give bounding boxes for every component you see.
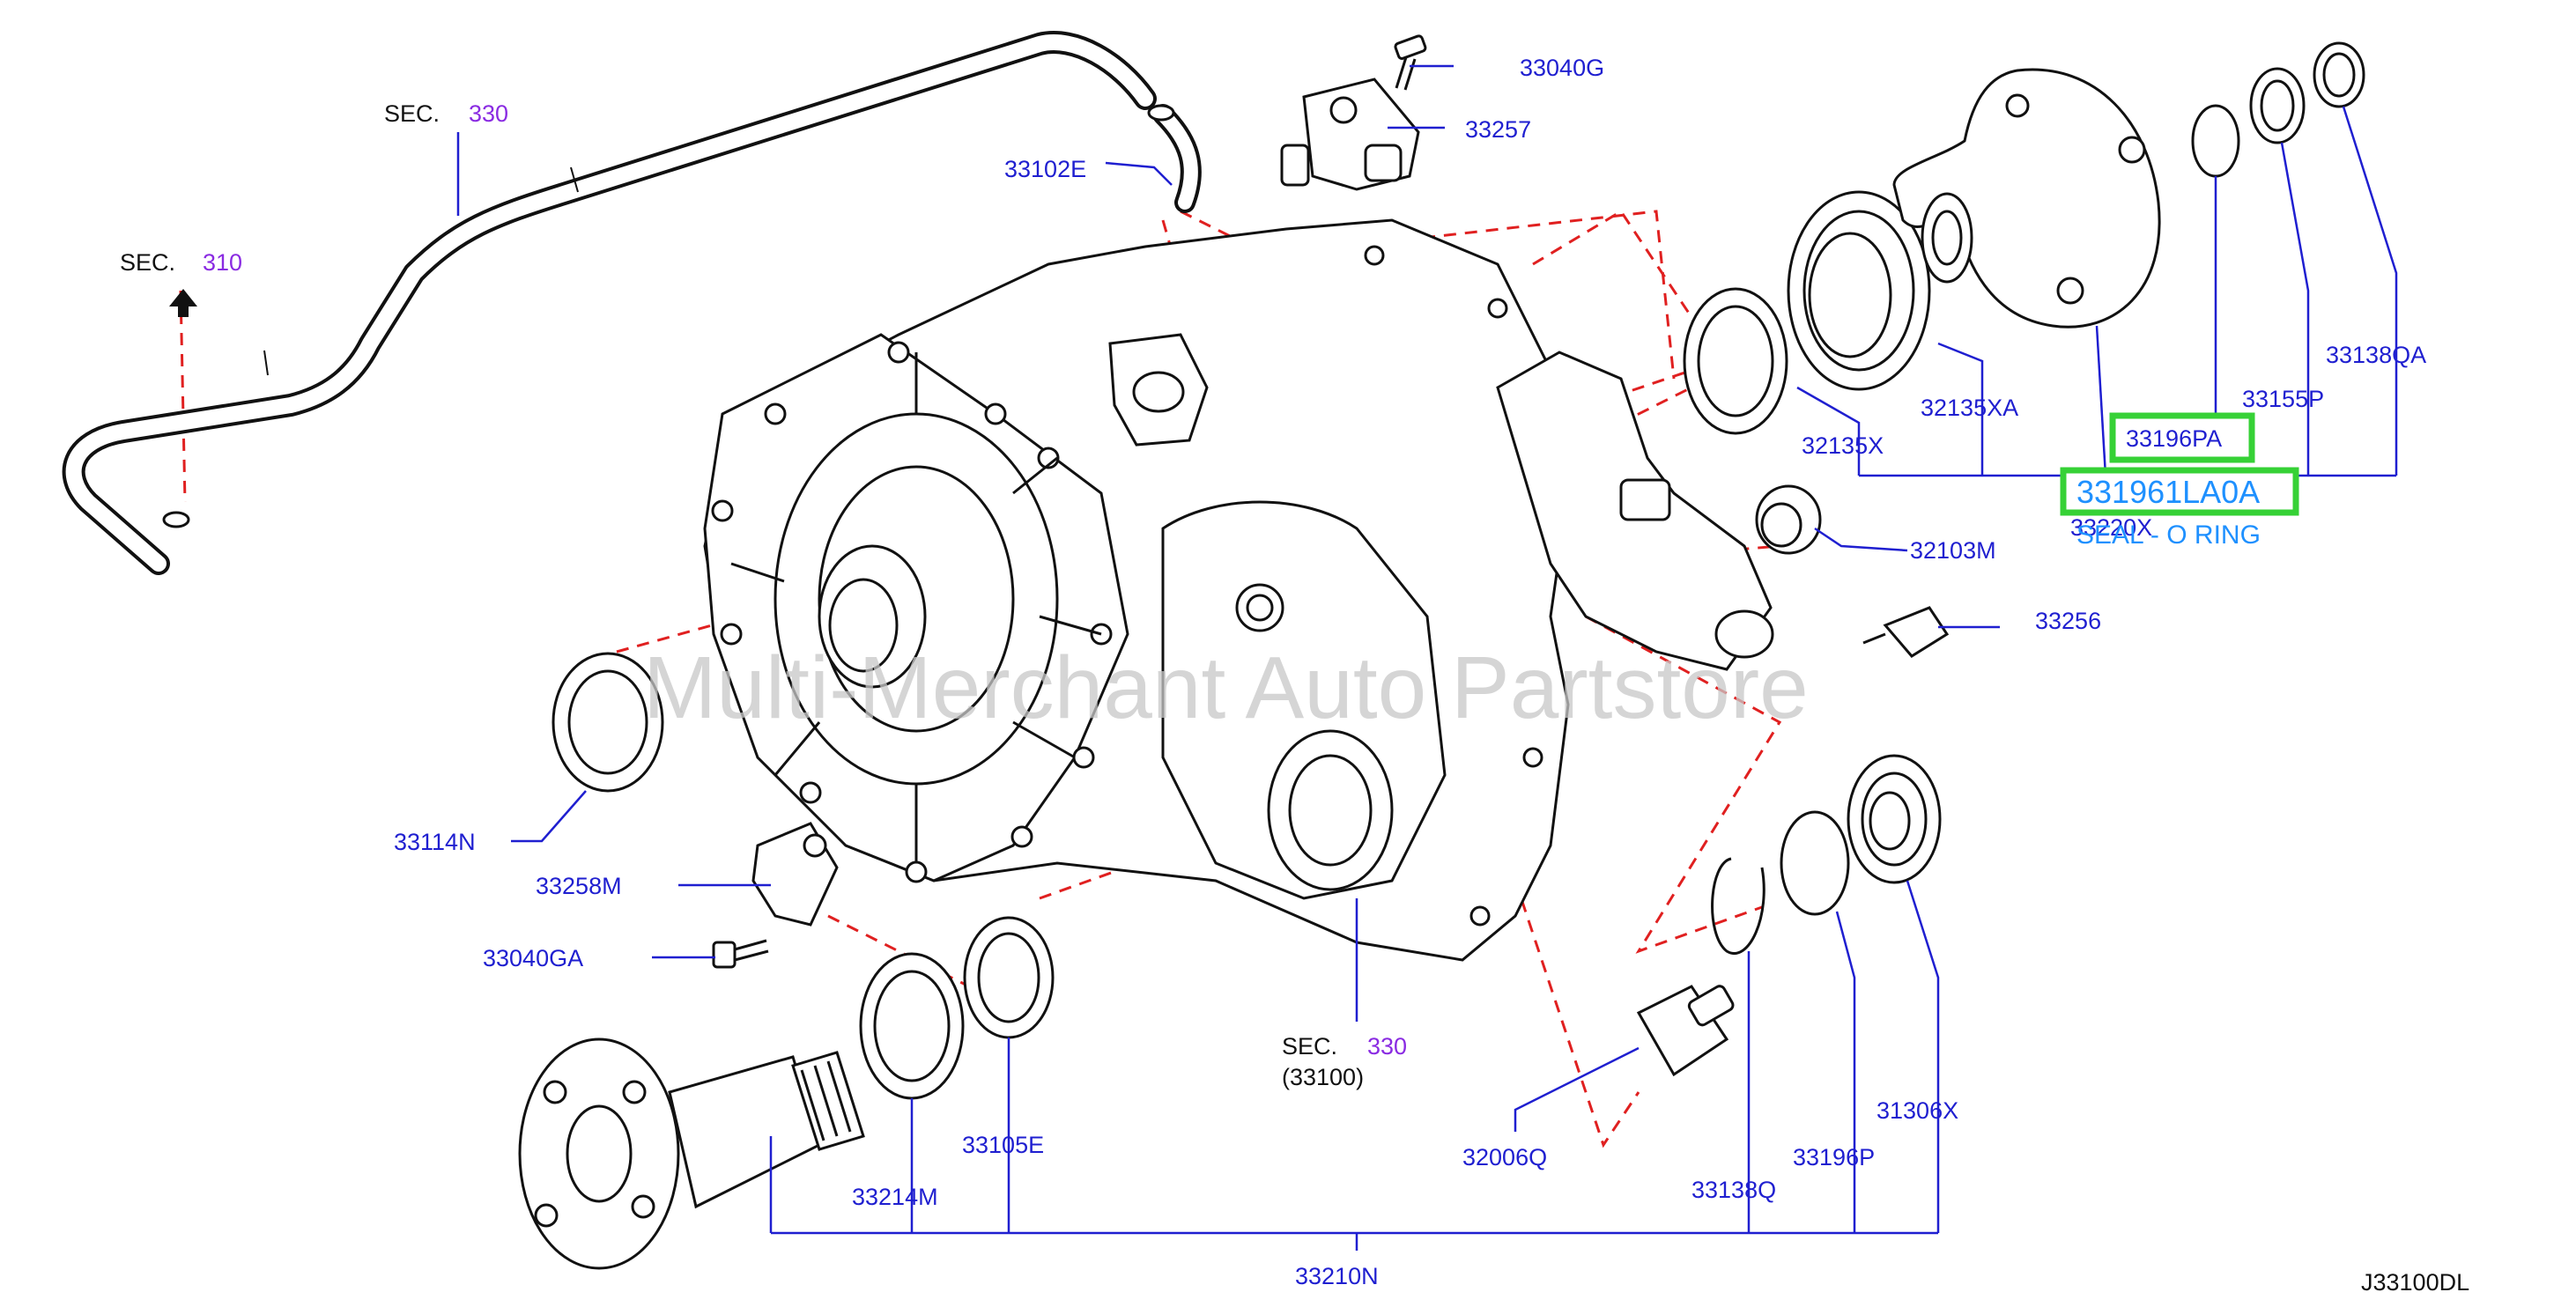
- part-label-33114N[interactable]: 33114N: [394, 829, 476, 855]
- output-flange-33210N: [518, 1037, 865, 1270]
- sensor-33258M: [751, 822, 839, 927]
- bolt-33040G: [1394, 34, 1427, 91]
- sensor-33257: [1280, 78, 1420, 191]
- part-labels: 33040G 33257 33102E 32135XA 32135X 33155…: [394, 55, 2426, 1289]
- leader-lines: [456, 64, 2398, 1251]
- highlight-33196PA[interactable]: 33196PA: [2109, 412, 2255, 463]
- part-label-33040GA[interactable]: 33040GA: [483, 945, 583, 971]
- arrow-up-icon: [169, 289, 197, 317]
- part-label-33220X[interactable]: 33220X: [2070, 514, 2152, 541]
- seal-33114N: [551, 652, 664, 793]
- section-ref-330-bottom[interactable]: SEC. 330 (33100): [1282, 1033, 1407, 1090]
- oring-33196PA: [2191, 104, 2240, 178]
- section-number[interactable]: 310: [203, 249, 242, 276]
- seal-32135X: [1683, 287, 1788, 435]
- part-label-33155P[interactable]: 33155P: [2242, 386, 2324, 412]
- part-label-32103M[interactable]: 32103M: [1910, 537, 1996, 564]
- seal-32135XA: [1787, 190, 1931, 391]
- highlight-part-number[interactable]: 331961LA0A: [2076, 474, 2260, 510]
- part-label-31306X[interactable]: 31306X: [1876, 1097, 1958, 1124]
- plug-32103M: [1755, 484, 1822, 555]
- bearing-31306X: [1847, 754, 1942, 884]
- section-number[interactable]: 330: [469, 100, 508, 127]
- part-label-33040G[interactable]: 33040G: [1520, 55, 1604, 81]
- part-label-33102E[interactable]: 33102E: [1004, 156, 1086, 182]
- flange-33220X: [1892, 68, 2161, 329]
- hose-33102E: [1147, 104, 1202, 213]
- part-label-32135X[interactable]: 32135X: [1802, 432, 1884, 459]
- highlight-description: SEAL - O RING: [2076, 521, 2261, 550]
- highlight-331961LA0A[interactable]: 331961LA0A: [2060, 467, 2299, 516]
- oring-33196P: [1780, 810, 1850, 916]
- section-ref-330-top[interactable]: SEC. 330: [384, 100, 508, 127]
- washer-33155P: [2249, 67, 2306, 144]
- part-label-33105E[interactable]: 33105E: [962, 1132, 1044, 1158]
- transfer-case-housing: [703, 218, 1774, 962]
- watermark: Multi-Merchant Auto Partstore: [643, 639, 1809, 737]
- seal-33214M: [859, 952, 965, 1100]
- diagram-code: J33100DL: [2361, 1269, 2469, 1296]
- flange-bolts: [711, 341, 1113, 883]
- breather-hose: [62, 31, 1157, 575]
- bolt-33040GA: [712, 939, 769, 969]
- part-label-33257[interactable]: 33257: [1465, 116, 1531, 143]
- part-label-32006Q[interactable]: 32006Q: [1462, 1144, 1547, 1170]
- snap-ring-33138Q: [1711, 857, 1765, 955]
- part-label-32135XA[interactable]: 32135XA: [1921, 395, 2018, 421]
- section-prefix: SEC.: [1282, 1033, 1337, 1060]
- section-sub: (33100): [1282, 1064, 1364, 1090]
- section-prefix: SEC.: [120, 249, 175, 276]
- part-label-33258M[interactable]: 33258M: [536, 873, 622, 899]
- sensor-32006Q: [1636, 985, 1735, 1077]
- part-label-33214M[interactable]: 33214M: [852, 1184, 938, 1210]
- part-label-33256[interactable]: 33256: [2035, 608, 2101, 634]
- part-label-33138Q[interactable]: 33138Q: [1691, 1177, 1776, 1203]
- part-label-33196P[interactable]: 33196P: [1793, 1144, 1875, 1170]
- part-label-33138QA[interactable]: 33138QA: [2326, 342, 2426, 368]
- part-label-33196PA[interactable]: 33196PA: [2126, 425, 2222, 452]
- washer-33138QA: [2313, 41, 2365, 108]
- section-number[interactable]: 330: [1367, 1033, 1407, 1060]
- seal-33105E: [963, 916, 1055, 1039]
- part-label-33210N[interactable]: 33210N: [1295, 1263, 1379, 1289]
- section-prefix: SEC.: [384, 100, 440, 127]
- section-ref-310[interactable]: SEC. 310: [120, 249, 242, 276]
- sensor-33256: [1862, 606, 1950, 658]
